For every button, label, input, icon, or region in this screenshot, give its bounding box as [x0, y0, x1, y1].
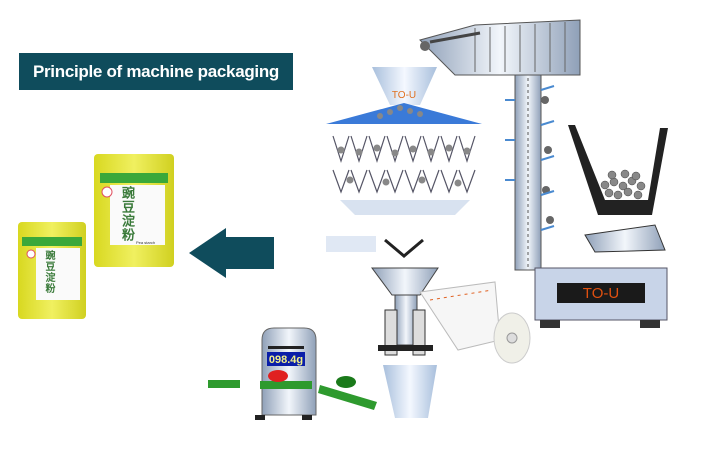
- bag-label-cn-front: 豌豆淀粉: [43, 250, 54, 294]
- product-bag-back: Pea starch: [94, 154, 174, 267]
- base-machine: TO-U: [534, 267, 668, 328]
- output-funnel: [383, 365, 437, 418]
- feed-hopper: [568, 125, 668, 253]
- bag-label-en: Pea starch: [136, 240, 155, 245]
- product-bag-front: [18, 222, 86, 319]
- product-reject: [268, 370, 288, 382]
- bag-label-cn: 豌豆淀粉: [119, 186, 134, 242]
- infeed-belt: [208, 380, 240, 388]
- weigh-belt: [260, 381, 312, 389]
- machine-label: TO-U: [583, 285, 619, 302]
- direction-arrow: [189, 228, 274, 278]
- product-pass: [336, 376, 356, 388]
- scale-display: 098.4g: [269, 354, 303, 366]
- top-funnel: TO-U: [326, 67, 482, 124]
- bucket-elevator: [419, 19, 581, 271]
- hopper-label: TO-U: [392, 90, 416, 101]
- forming-unit: [371, 267, 531, 364]
- weighing-heads: [326, 135, 476, 258]
- diagram-title: Principle of machine packaging: [19, 53, 293, 90]
- checkweigher: 098.4g: [208, 327, 377, 420]
- outfeed-belt: [318, 385, 377, 410]
